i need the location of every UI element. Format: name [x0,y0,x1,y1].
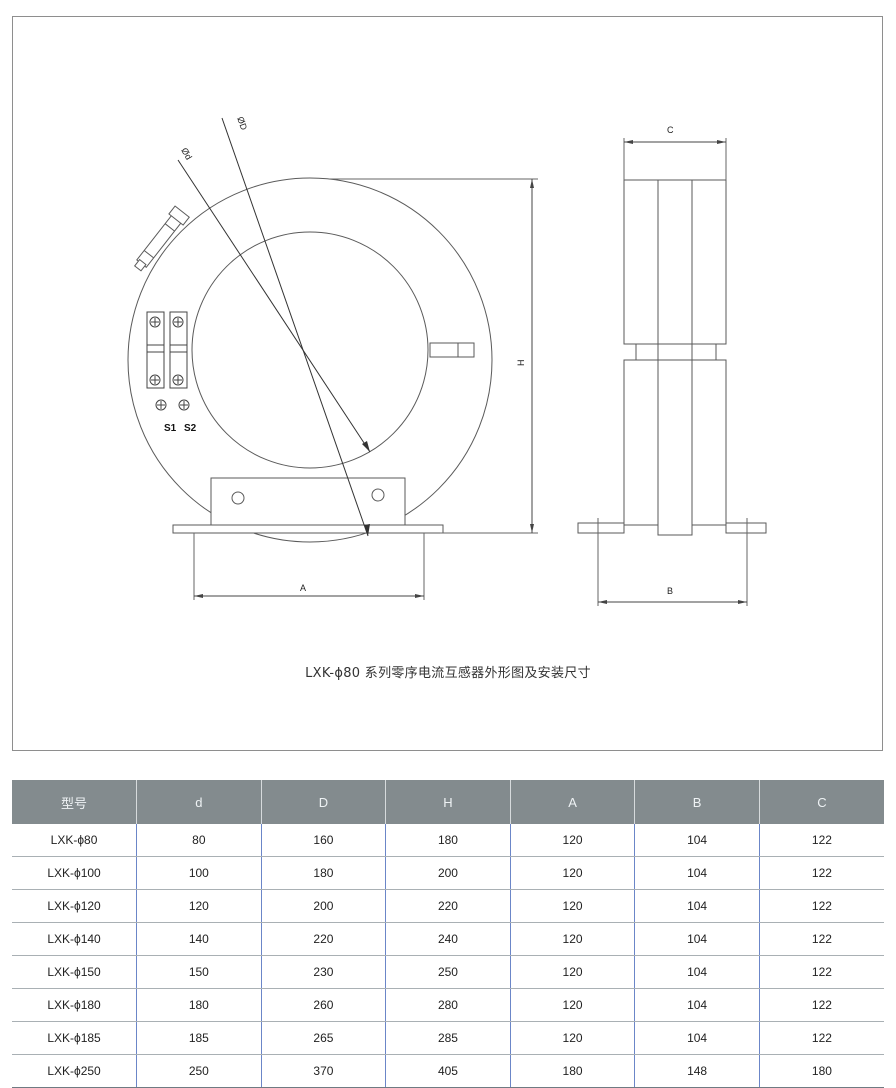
cell-D: 180 [260,856,386,890]
label-s2: S2 [184,423,197,434]
cell-C: 122 [758,955,884,989]
cell-model: LXK-ϕ150 [12,955,137,989]
header-B: B [634,780,760,824]
header-C: C [758,780,884,824]
cell-B: 104 [634,988,760,1022]
cell-D: 230 [260,955,386,989]
cell-model: LXK-ϕ100 [12,856,137,890]
cell-H: 180 [385,824,511,857]
table-header-row: 型号 d D H A B C [12,780,884,824]
label-D: ØD [235,115,249,132]
cell-D: 220 [260,922,386,956]
cell-C: 122 [758,988,884,1022]
cell-d: 150 [136,955,262,989]
cell-D: 200 [260,889,386,923]
right-tab [429,342,475,358]
cell-A: 120 [509,922,635,956]
label-d: Ød [179,146,194,161]
cell-B: 104 [634,889,760,923]
table-row: LXK-ϕ150 150 230 250 120 104 122 [12,955,884,989]
cell-model: LXK-ϕ120 [12,889,137,923]
cell-d: 140 [136,922,262,956]
cell-C: 122 [758,1021,884,1055]
header-H: H [385,780,511,824]
top-screw [133,205,190,272]
leader-d [177,159,371,453]
cell-H: 280 [385,988,511,1022]
mount-block [210,477,406,527]
header-d: d [136,780,262,824]
cell-d: 120 [136,889,262,923]
header-D: D [260,780,386,824]
mount-hole-left [231,491,245,505]
cell-A: 180 [509,1054,635,1088]
cell-A: 120 [509,856,635,890]
cell-model: LXK-ϕ140 [12,922,137,956]
cell-D: 160 [260,824,386,857]
cell-C: 122 [758,824,884,857]
cell-C: 122 [758,856,884,890]
table-row: LXK-ϕ80 80 160 180 120 104 122 [12,824,884,857]
cell-A: 120 [509,955,635,989]
label-H: H [516,360,526,367]
leader-D [221,117,369,537]
label-C: C [667,125,674,135]
cell-B: 104 [634,922,760,956]
cell-d: 80 [136,824,262,857]
spec-table: 型号 d D H A B C LXK-ϕ80 80 160 180 120 10… [12,780,884,1088]
table-row: LXK-ϕ100 100 180 200 120 104 122 [12,856,884,890]
cell-D: 370 [260,1054,386,1088]
cell-A: 120 [509,824,635,857]
table-row: LXK-ϕ140 140 220 240 120 104 122 [12,922,884,956]
inner-hole [191,231,429,469]
cell-model: LXK-ϕ250 [12,1054,137,1088]
label-s1: S1 [164,423,177,434]
cell-D: 265 [260,1021,386,1055]
cell-H: 405 [385,1054,511,1088]
table-row: LXK-ϕ185 185 265 285 120 104 122 [12,1021,884,1055]
cell-model: LXK-ϕ185 [12,1021,137,1055]
cell-C: 122 [758,889,884,923]
drawing-caption: LXK-ϕ80 系列零序电流互感器外形图及安装尺寸 [305,666,591,681]
cell-D: 260 [260,988,386,1022]
cell-model: LXK-ϕ180 [12,988,137,1022]
cell-H: 200 [385,856,511,890]
mount-hole-right [371,488,385,502]
terminal-block [146,311,190,411]
cell-H: 240 [385,922,511,956]
cell-H: 220 [385,889,511,923]
side-view [577,138,767,606]
header-A: A [509,780,635,824]
cell-C: 122 [758,922,884,956]
cell-H: 285 [385,1021,511,1055]
table-row: LXK-ϕ120 120 200 220 120 104 122 [12,889,884,923]
header-model: 型号 [12,780,137,824]
base-plate [172,524,444,534]
table-row: LXK-ϕ250 250 370 405 180 148 180 [12,1054,884,1088]
cell-A: 120 [509,1021,635,1055]
label-A: A [300,583,306,593]
cell-d: 250 [136,1054,262,1088]
technical-drawing: ØD Ød H A B C S1 S2 [127,115,767,606]
table-row: LXK-ϕ180 180 260 280 120 104 122 [12,988,884,1022]
cell-d: 185 [136,1021,262,1055]
cell-H: 250 [385,955,511,989]
cell-C: 180 [758,1054,884,1088]
cell-A: 120 [509,889,635,923]
cell-B: 104 [634,955,760,989]
cell-B: 104 [634,1021,760,1055]
cell-B: 104 [634,824,760,857]
cell-model: LXK-ϕ80 [12,824,137,857]
cell-B: 148 [634,1054,760,1088]
cell-B: 104 [634,856,760,890]
cell-d: 100 [136,856,262,890]
cell-A: 120 [509,988,635,1022]
cell-d: 180 [136,988,262,1022]
label-B: B [667,586,673,596]
